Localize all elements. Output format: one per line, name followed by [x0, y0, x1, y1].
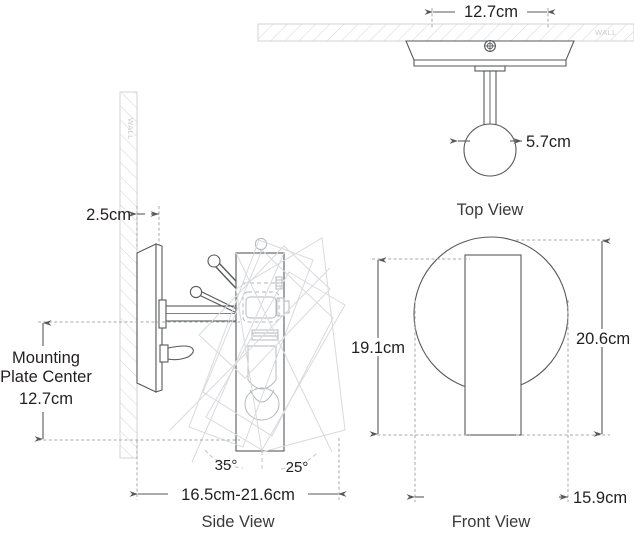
top-view-globe: [463, 123, 517, 177]
side-view-angle-up-label: 35°: [215, 457, 238, 474]
side-view-wall: WALL: [119, 91, 138, 459]
top-view-plate-width-dimension: 12.7cm: [424, 3, 556, 28]
side-view-arm: [158, 299, 237, 329]
side-view-plate-center-value: 12.7cm: [19, 390, 73, 408]
side-view-title: Side View: [201, 513, 274, 531]
side-view-plate-thickness-label: 2.5cm: [86, 206, 131, 224]
front-view-title: Front View: [452, 513, 531, 531]
top-view-title: Top View: [457, 201, 524, 219]
top-view-globe-diameter-dimension: 5.7cm: [449, 133, 571, 151]
side-view-angle-down-label: 25°: [286, 459, 309, 476]
side-view-wall-label: WALL: [126, 118, 135, 140]
front-view-height-right-label: 20.6cm: [576, 330, 630, 348]
side-view-mounting-plate: [136, 243, 163, 393]
top-view-wall-label: WALL: [595, 28, 617, 37]
side-view-thumbscrew: [159, 344, 194, 363]
side-view-projection-label: 16.5cm-21.6cm: [181, 486, 295, 504]
front-view-height-left-dimension: 19.1cm: [345, 257, 470, 437]
side-view-plate-center-dimension: Mounting Plate Center 12.7cm: [0, 320, 240, 442]
side-view-projection-dimension: 16.5cm-21.6cm: [129, 438, 347, 504]
top-view-plate-width-label: 12.7cm: [464, 3, 518, 21]
side-view-plate-thickness-dimension: 2.5cm: [86, 206, 160, 250]
side-view-angle-callouts: 35° 25°: [204, 449, 319, 476]
top-view-wall: WALL: [257, 23, 634, 42]
top-view-group: WALL 12.7cm: [257, 3, 634, 219]
top-view-globe-diameter-label: 5.7cm: [526, 133, 571, 151]
front-view-group: 19.1cm 20.6cm 15.9cm Front View: [345, 236, 634, 531]
side-view-group: WALL 2.5cm: [0, 91, 347, 531]
side-view-rotation-ghosts: [169, 237, 346, 463]
top-view-stem: [474, 65, 506, 142]
top-view-mounting-plate: [405, 40, 575, 67]
front-view-height-right-dimension: 20.6cm: [516, 238, 634, 437]
front-view-shade-body: [464, 254, 522, 436]
front-view-height-left-label: 19.1cm: [351, 339, 405, 357]
side-view-plate-center-label-line2: Plate Center: [0, 368, 92, 386]
front-view-width-dimension: 15.9cm: [406, 300, 627, 507]
side-view-plate-center-label-line1: Mounting: [12, 349, 80, 367]
front-view-width-label: 15.9cm: [573, 489, 627, 507]
